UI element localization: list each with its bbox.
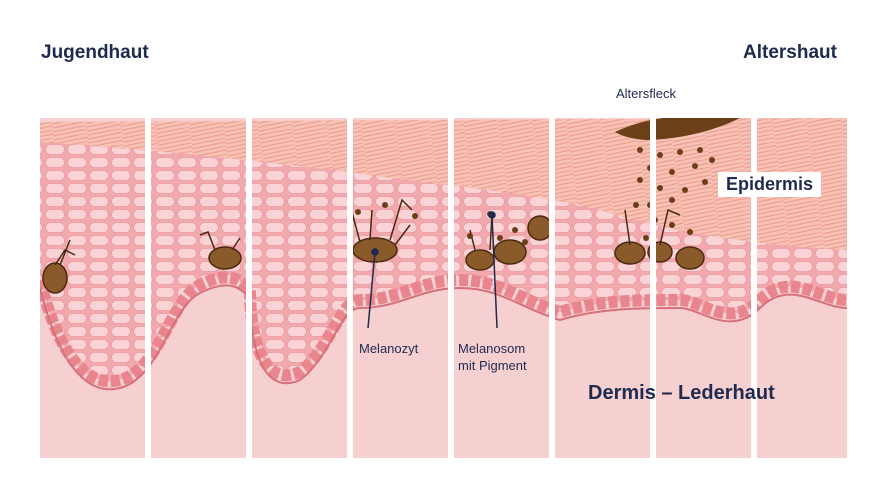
basal-layer — [40, 271, 847, 388]
label-melanosome-2: mit Pigment — [458, 358, 527, 373]
title-young-skin: Jugendhaut — [41, 42, 149, 63]
skin-cross-section — [40, 118, 847, 458]
basal-membrane — [40, 284, 847, 391]
label-melanosome-1: Melanosom — [458, 341, 526, 356]
label-epidermis: Epidermis — [718, 172, 822, 197]
label-age-spot: Altersfleck — [616, 86, 676, 101]
stratum-corneum — [40, 118, 847, 250]
title-aged-skin: Altershaut — [743, 42, 837, 63]
column-dividers — [145, 110, 757, 465]
label-dermis: Dermis – Lederhaut — [588, 382, 775, 404]
label-melanocyte: Melanozyt — [359, 341, 419, 356]
pointer-lines — [367, 211, 498, 329]
